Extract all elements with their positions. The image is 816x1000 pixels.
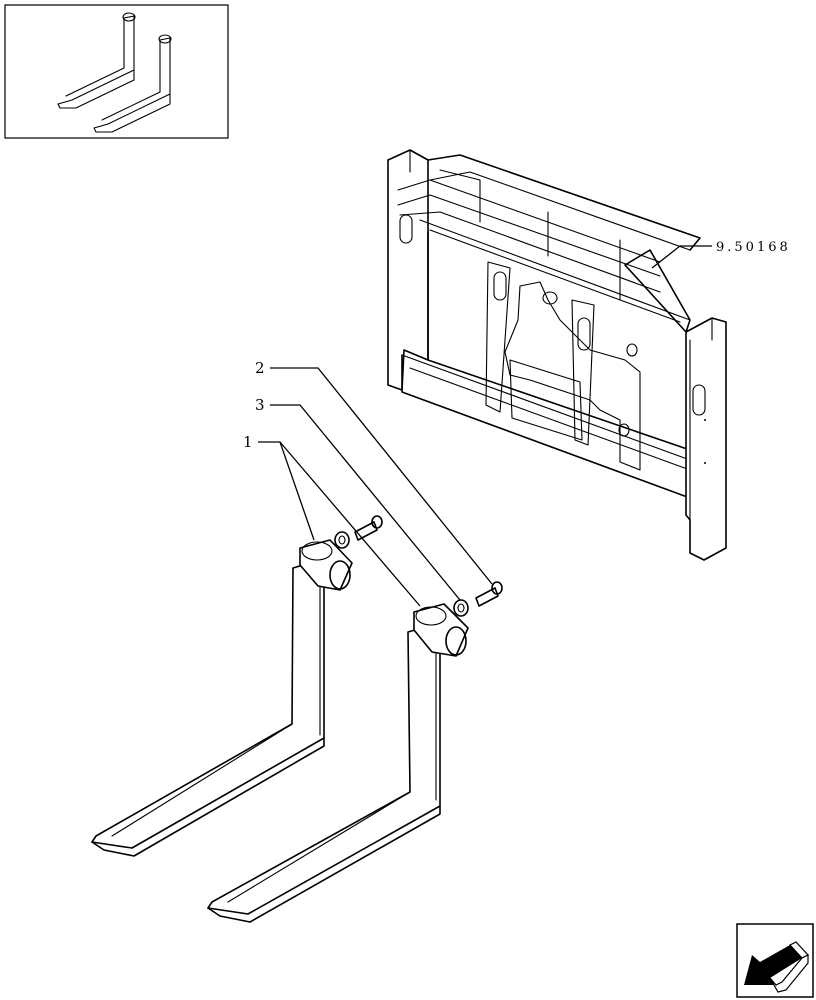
previous-page-arrow-icon[interactable]: [736, 923, 814, 998]
callout-2: 2: [255, 359, 266, 377]
forks-thumbnail-icon: [4, 4, 229, 139]
leader-lines: [258, 245, 712, 607]
callout-1: 1: [243, 433, 254, 451]
washer-front: [453, 599, 469, 617]
reference-callout: 9.50168: [716, 240, 791, 255]
bolt-front: [475, 581, 503, 607]
fork-rear: [91, 539, 353, 857]
washer-rear: [334, 531, 350, 549]
fork-front: [207, 603, 469, 923]
bolt-rear: [354, 515, 383, 541]
callout-3: 3: [255, 396, 266, 414]
carriage-frame: [387, 149, 727, 561]
